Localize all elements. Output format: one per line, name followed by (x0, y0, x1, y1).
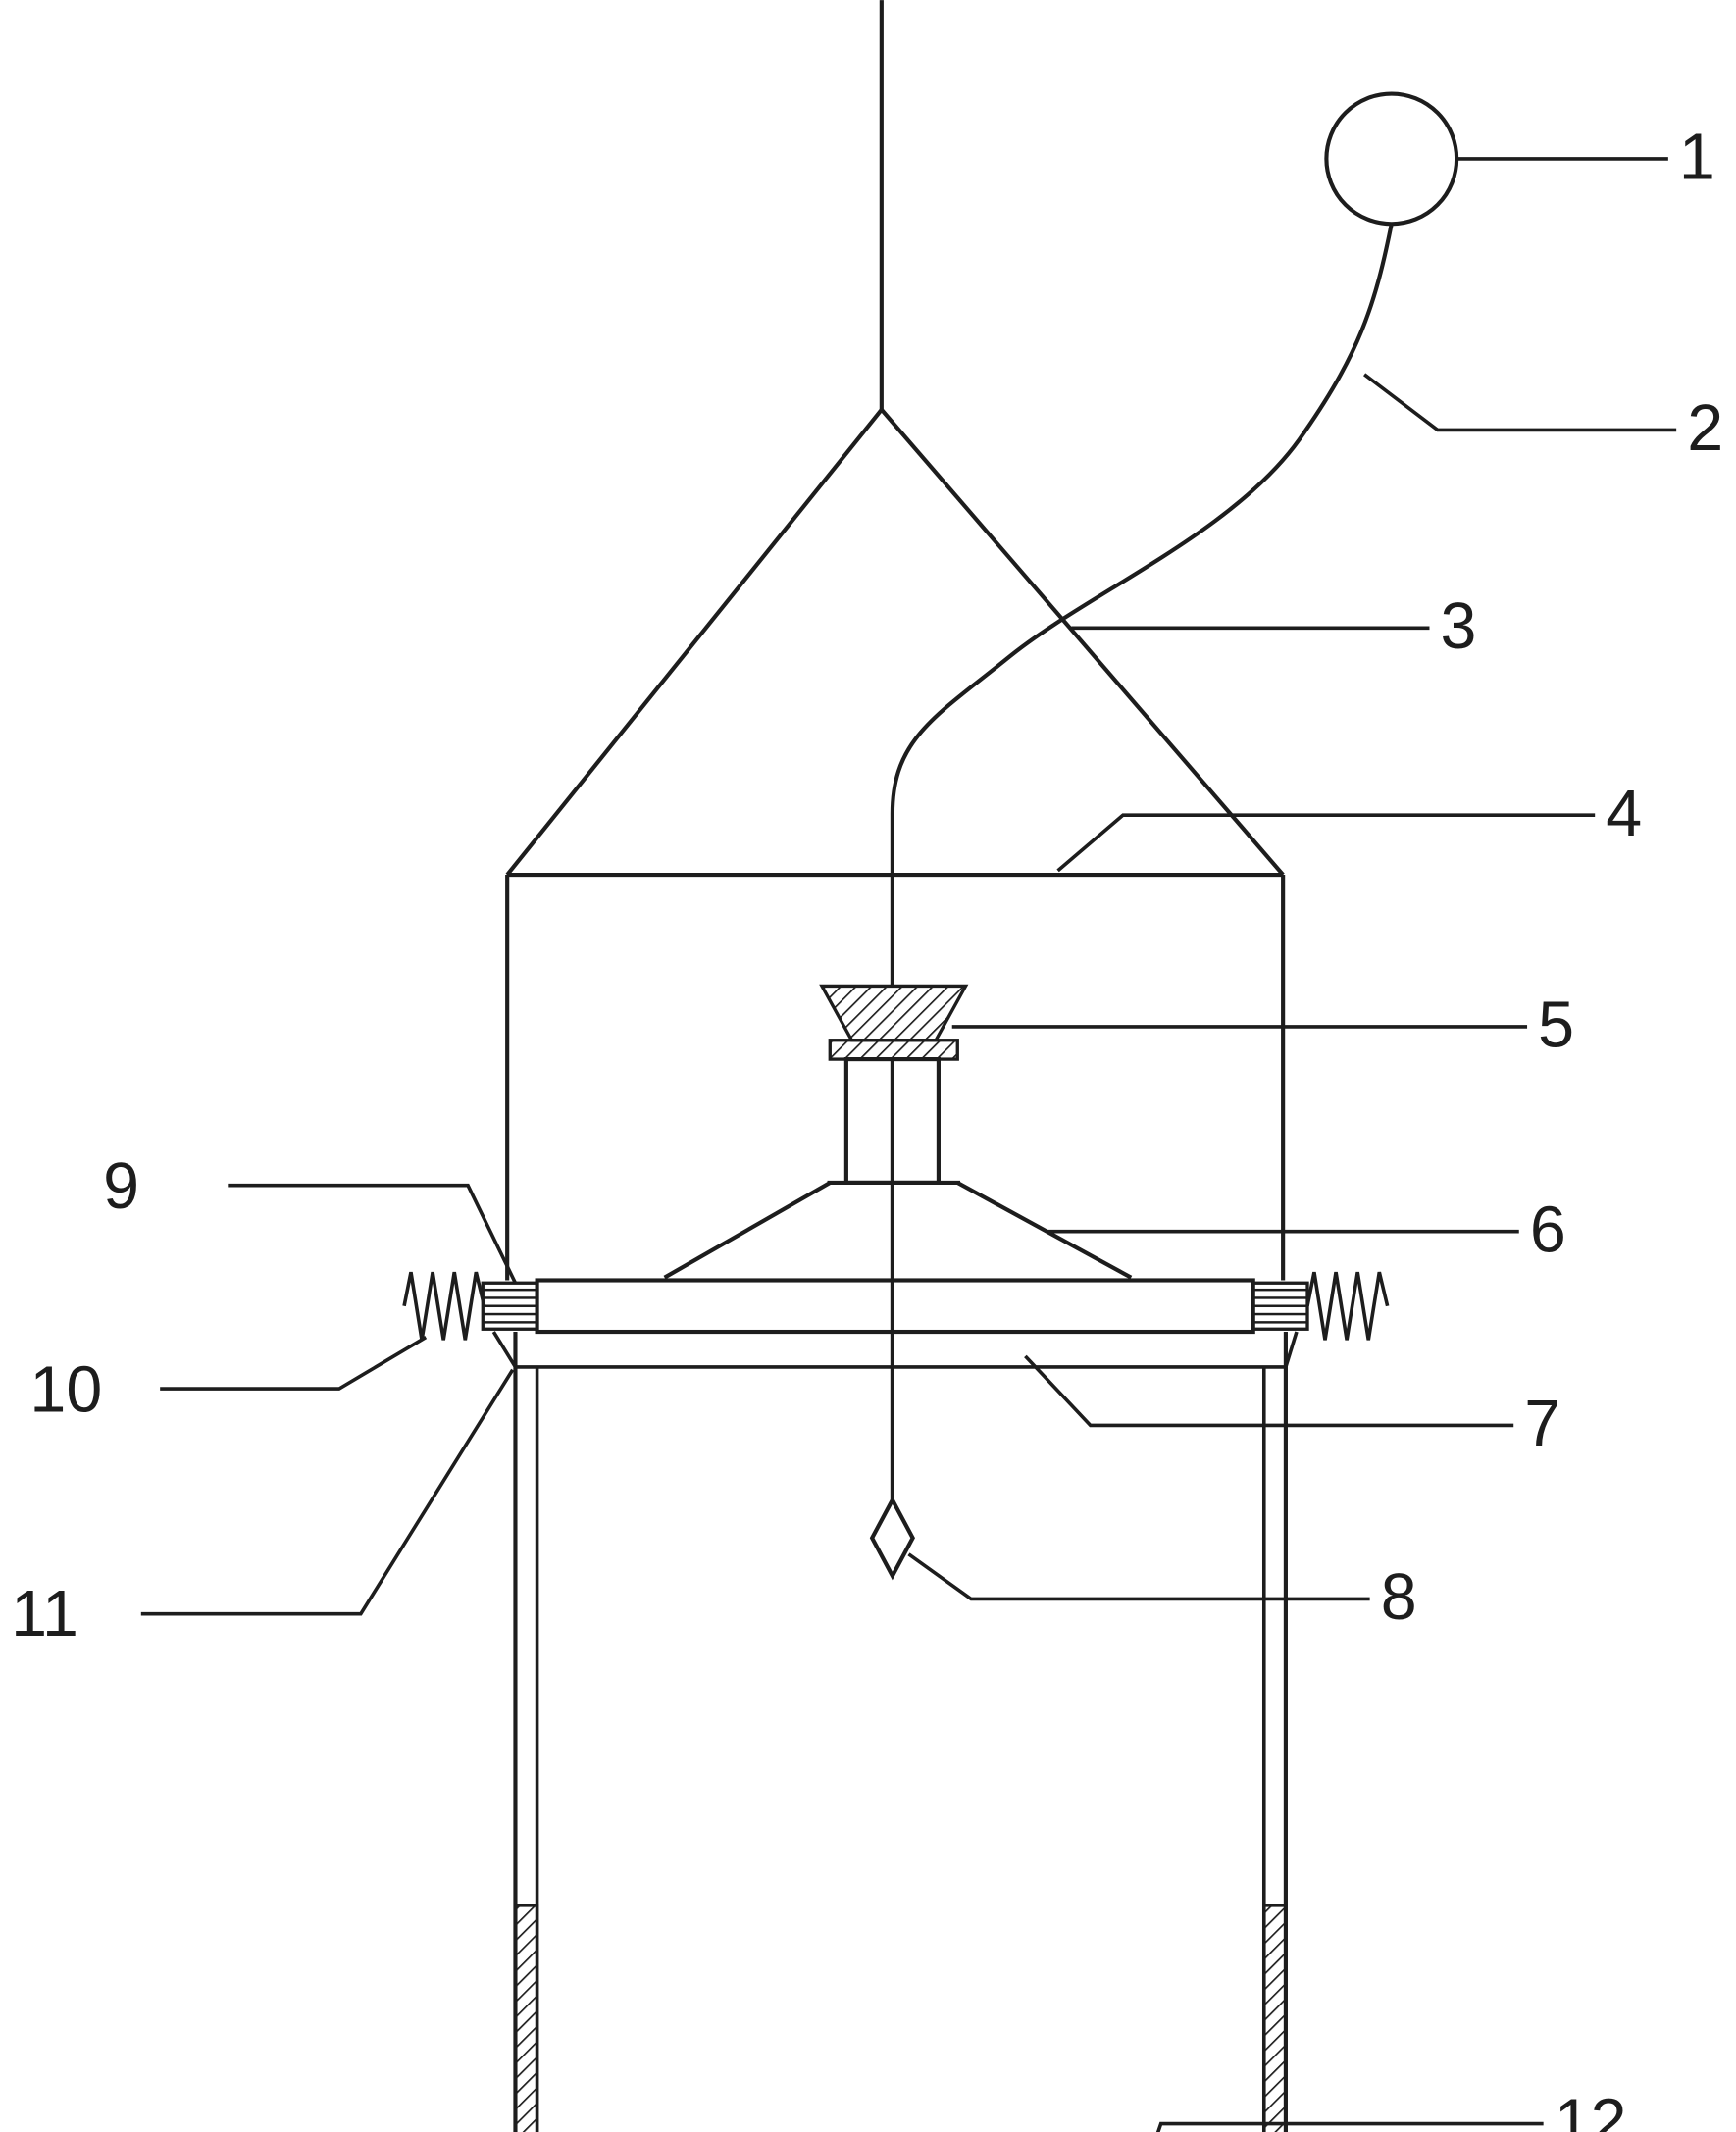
bucket-left-wall-weight (513, 1904, 539, 2132)
callout-leader-7 (1024, 1354, 1514, 1428)
right-clamp-block (1251, 1281, 1309, 1331)
tent-left-edge (505, 408, 884, 877)
callout-leader-10 (160, 1336, 428, 1391)
stopper-plug (819, 984, 969, 1042)
callout-label-7: 7 (1524, 1388, 1560, 1460)
callout-label-2: 2 (1687, 392, 1723, 465)
callout-label-6: 6 (1530, 1193, 1566, 1266)
callout-leader-9 (228, 1183, 518, 1285)
callout-label-9: 9 (103, 1150, 139, 1223)
tent-frame (505, 408, 1285, 877)
callout-label-12: 12 (1555, 2086, 1627, 2132)
balloon-cord (890, 223, 1394, 987)
right-clamp-hook (1284, 1331, 1299, 1368)
callout-label-8: 8 (1381, 1561, 1417, 1634)
bucket-right-wall-weight (1262, 1904, 1288, 2132)
callout-label-11: 11 (11, 1578, 78, 1650)
callout-leader-12 (1155, 2121, 1544, 2132)
callout-label-4: 4 (1606, 778, 1642, 850)
callout-labels: 1 2 3 4 5 6 7 8 9 10 11 12 (11, 122, 1723, 2132)
left-clamp-block (481, 1281, 539, 1331)
callout-label-1: 1 (1679, 122, 1715, 194)
callout-label-5: 5 (1538, 990, 1574, 1062)
funnel-assembly (663, 984, 1133, 1280)
tent-right-edge (880, 408, 1285, 877)
callout-leader-2 (1363, 373, 1677, 432)
callout-label-10: 10 (29, 1354, 102, 1427)
funnel-cone-left (663, 1181, 832, 1280)
right-spring (1305, 1271, 1390, 1341)
funnel-cone-right (956, 1181, 1133, 1280)
callout-leaders (140, 157, 1677, 2132)
press-plate (535, 1278, 1255, 1335)
weight-hook (869, 1496, 915, 1581)
callout-leader-11 (140, 1368, 515, 1616)
callout-leader-8 (907, 1552, 1370, 1601)
callout-leader-4 (1056, 813, 1596, 873)
callout-label-3: 3 (1441, 590, 1477, 663)
stopper-flange (828, 1039, 959, 1061)
left-clamp-hook (491, 1331, 517, 1368)
lower-bucket (513, 1332, 1288, 2132)
balloon-float (1324, 91, 1459, 227)
left-spring (402, 1271, 486, 1341)
upper-box (505, 872, 1286, 1281)
